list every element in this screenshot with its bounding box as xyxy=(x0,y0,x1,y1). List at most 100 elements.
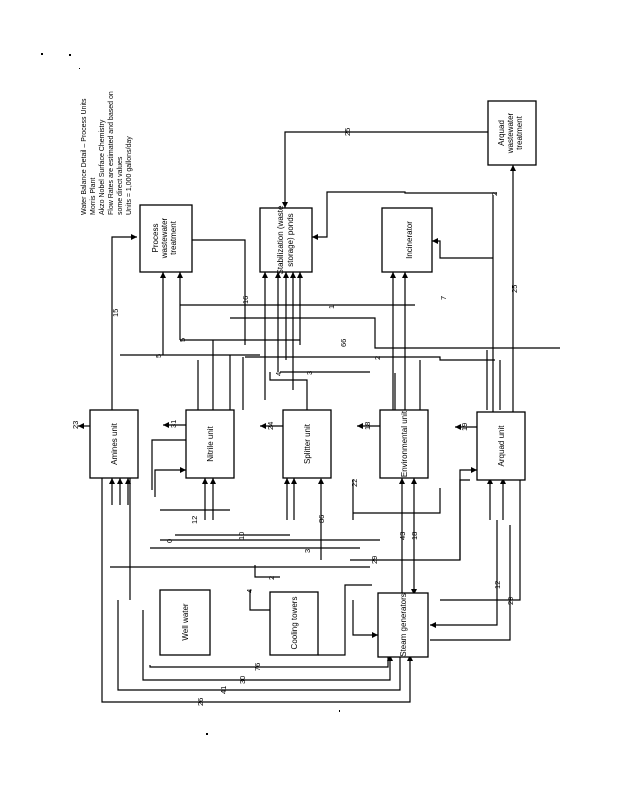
bus-29 xyxy=(350,479,470,561)
flow-label: 5 xyxy=(178,338,187,342)
flow-label: 23 xyxy=(71,421,80,429)
scan-speck xyxy=(69,54,71,56)
flow-label: 10 xyxy=(237,532,246,540)
node-stabilization-ponds: Stabilization (waste storage) ponds xyxy=(259,205,313,274)
arrow-head xyxy=(284,478,290,484)
collector-66 xyxy=(230,317,560,349)
arrow-head xyxy=(399,478,405,484)
flow-label: 76 xyxy=(253,663,262,671)
cooling-2-path xyxy=(254,565,280,578)
arrow-head xyxy=(109,478,115,484)
title-block: Water Balance Detail – Process Units Mor… xyxy=(81,91,133,215)
arrow-head xyxy=(291,478,297,484)
flow-label: 30 xyxy=(238,676,247,684)
arrow-head xyxy=(390,272,396,278)
node-label: Steam generators xyxy=(399,593,408,657)
flow-label: 18 xyxy=(363,422,372,430)
arquad-left-in xyxy=(459,469,477,560)
arrow-head xyxy=(117,478,123,484)
flow-line-15 xyxy=(111,236,137,420)
node-label: wastewater xyxy=(506,112,515,154)
arrow-head xyxy=(131,234,137,240)
node-label: Environmental unit xyxy=(400,410,409,477)
nitrile-left-2 xyxy=(154,469,186,497)
flow-label: 2 xyxy=(490,192,499,196)
arrow-head xyxy=(210,478,216,484)
flow-label: 3 xyxy=(303,549,312,553)
node-label: Nitrile unit xyxy=(206,425,215,461)
title-line: Morris Plant xyxy=(90,178,97,215)
arrow-head xyxy=(312,234,318,240)
flow-label: 31 xyxy=(169,420,178,428)
arrow-head xyxy=(125,478,131,484)
node-label: Process xyxy=(151,224,160,253)
arrow-head xyxy=(387,655,393,661)
flow-label: 66 xyxy=(339,339,348,347)
arrow-head xyxy=(407,655,413,661)
flow-label: 3 xyxy=(305,371,314,375)
node-label: treatment xyxy=(515,115,524,150)
node-label: Amines unit xyxy=(110,422,119,465)
scan-speck xyxy=(41,53,43,55)
node-arquad-unit: Arquad unit xyxy=(476,411,526,481)
flow-label: 5 xyxy=(154,354,163,358)
flow-lines xyxy=(101,131,560,703)
node-cooling-towers: Cooling towers xyxy=(269,591,319,656)
arrow-head xyxy=(318,478,324,484)
arrow-head xyxy=(177,272,183,278)
arrow-head xyxy=(411,589,417,595)
steam-in xyxy=(352,600,378,636)
flow-line-25-ponds xyxy=(284,131,488,208)
node-label: Incinerator xyxy=(405,221,414,259)
flow-label: 19 xyxy=(460,423,469,431)
node-label: Cooling towers xyxy=(290,597,299,650)
flow-line-7 xyxy=(432,240,493,259)
arrow-head xyxy=(500,478,506,484)
bus-top xyxy=(353,488,441,514)
flow-label: 4 xyxy=(245,589,254,593)
flow-label: 86 xyxy=(317,515,326,523)
flow-label: 22 xyxy=(350,479,359,487)
arrow-head xyxy=(290,272,296,278)
flow-label: 41 xyxy=(219,686,228,694)
collector-2b xyxy=(245,356,495,361)
flow-label: 12 xyxy=(493,581,502,589)
arrow-head xyxy=(275,272,281,278)
title-line: Flow Rates are estimated and based on xyxy=(108,91,115,215)
title-line: Units = 1,000 gallons/day xyxy=(126,136,133,215)
flow-label: 1 xyxy=(327,305,336,309)
outflow-stubs xyxy=(78,424,477,428)
node-nitrile-unit: Nitrile unit xyxy=(185,409,235,479)
flow-label: 25 xyxy=(510,285,519,293)
arrow-head xyxy=(262,272,268,278)
flow-label: 2 xyxy=(267,576,276,580)
arrow-head xyxy=(160,272,166,278)
cooling-out xyxy=(318,584,372,656)
arrow-head xyxy=(202,478,208,484)
title-line: Water Balance Detail – Process Units xyxy=(81,98,88,215)
arrow-head xyxy=(282,202,288,208)
arrow-head xyxy=(430,622,436,628)
flow-label: 4 xyxy=(274,372,283,376)
flow-label: 16 xyxy=(241,296,250,304)
arquad-29-path xyxy=(430,525,511,641)
return-26 xyxy=(101,470,411,703)
flow-labels: 23 31 24 18 19 15 5 5 16 25 66 1 2 3 4 2… xyxy=(71,128,519,706)
node-label: treatment xyxy=(169,220,178,255)
cooling-4-path xyxy=(249,590,270,611)
return-30 xyxy=(142,610,391,681)
node-steam-generators: Steam generators xyxy=(377,592,429,658)
scan-speck xyxy=(339,710,340,712)
scan-speck xyxy=(79,68,80,69)
node-incinerator: Incinerator xyxy=(381,207,433,273)
flow-label: 12 xyxy=(190,516,199,524)
return-41 xyxy=(117,600,401,691)
arrow-head xyxy=(372,632,378,638)
node-environmental-unit: Environmental unit xyxy=(379,409,429,479)
node-label: storage) ponds xyxy=(286,213,295,266)
arrow-head xyxy=(432,238,438,244)
node-label: Well water xyxy=(181,603,190,641)
title-line: some direct values xyxy=(117,156,124,215)
node-label: Stabilization (waste xyxy=(276,205,285,274)
flow-label: 43 xyxy=(398,532,407,540)
